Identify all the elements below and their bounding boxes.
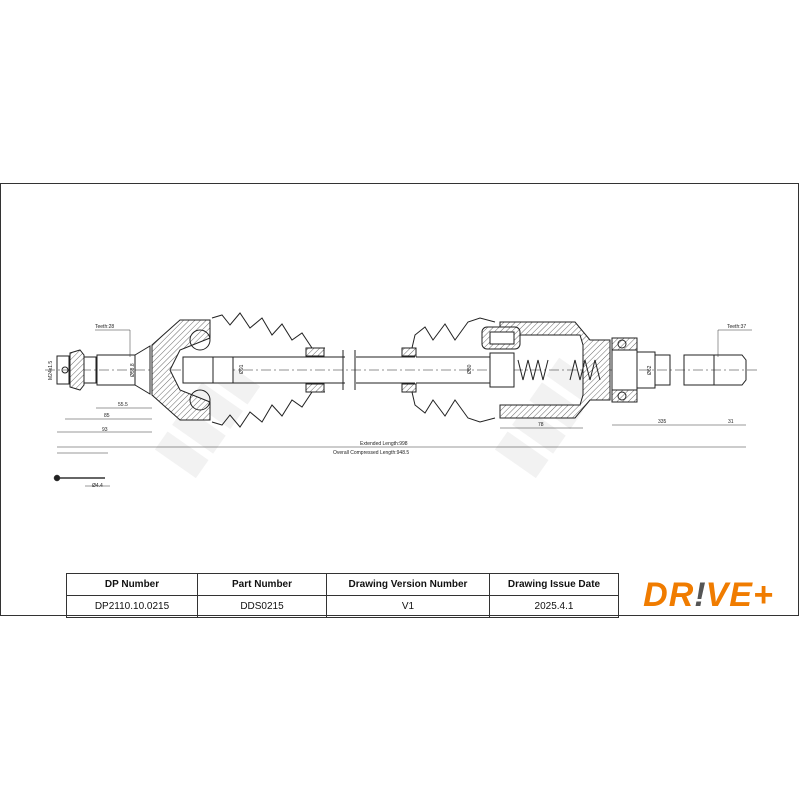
- spline-left: [96, 354, 136, 386]
- dia-bearing-label: Ø62: [647, 365, 653, 375]
- thread-end: [56, 355, 70, 385]
- teeth-left-label: Teeth:28: [95, 324, 114, 330]
- dia-boot-left-label: Ø91: [239, 364, 245, 374]
- header-version: Drawing Version Number: [326, 573, 490, 596]
- thread-label: M24x1.5: [48, 361, 54, 380]
- spring-left: [517, 359, 549, 381]
- issue-date-value: 2025.4.1: [489, 595, 619, 618]
- header-dp-number: DP Number: [66, 573, 198, 596]
- header-part-number: Part Number: [197, 573, 327, 596]
- compressed-length: Overall Compressed Length:948.5: [333, 450, 409, 456]
- version-value: V1: [326, 595, 490, 618]
- boot-left-top: [211, 312, 325, 349]
- dim-78: 78: [538, 422, 544, 428]
- dp-number-value: DP2110.10.0215: [66, 595, 198, 618]
- extended-length: Extended Length:998: [360, 441, 408, 447]
- logo-text-excl: !: [694, 575, 706, 614]
- spring-right: [569, 359, 601, 381]
- title-block: DP Number Part Number Drawing Version Nu…: [66, 573, 619, 618]
- nut: [69, 349, 85, 391]
- part-number-value: DDS0215: [197, 595, 327, 618]
- dim-55-5: 55.5: [118, 402, 128, 408]
- spline-right: [713, 354, 747, 386]
- dim-335: 335: [658, 419, 667, 425]
- dim-93: 93: [102, 427, 108, 433]
- pin-dia-label: Ø4.4: [92, 483, 103, 489]
- teeth-right-label: Teeth:37: [727, 324, 746, 330]
- dim-31: 31: [728, 419, 734, 425]
- drive-plus-logo: DR!VE+: [618, 573, 799, 617]
- dia-spline-label: Ø58.8: [130, 363, 136, 377]
- logo-text-ve: VE+: [705, 575, 774, 614]
- outer-cv-housing: [151, 319, 211, 421]
- dia-boot-right-label: Ø80: [467, 364, 473, 374]
- header-issue-date: Drawing Issue Date: [489, 573, 619, 596]
- dim-85: 85: [104, 413, 110, 419]
- logo-text-dr: DR: [643, 575, 695, 614]
